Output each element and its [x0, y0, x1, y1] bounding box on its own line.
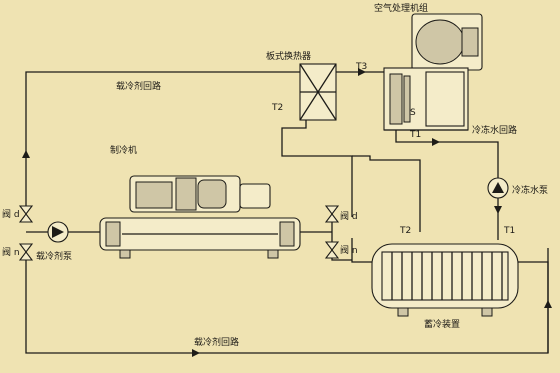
chilled-water-loop-label: 冷冻水回路	[472, 126, 518, 136]
coolant-loop-bottom-label: 载冷剂回路	[194, 338, 240, 348]
t2-bottom-label: T2	[400, 226, 412, 236]
storage-device-label: 蓄冷装置	[424, 320, 461, 330]
arrow-left-up	[22, 150, 30, 158]
plate-heat-exchanger-label: 板式换热器	[266, 52, 312, 62]
valve-d-right-label: 阀 d	[340, 212, 358, 222]
t1-bottom-label: T1	[504, 226, 516, 236]
storage-tank	[371, 243, 519, 317]
arrow-right-up	[544, 300, 552, 308]
arrow-pump-down	[494, 206, 502, 214]
arrow-top-right	[358, 68, 366, 76]
coolant-loop-pipes	[25, 71, 549, 354]
chiller-unit	[99, 175, 301, 259]
t1-top-label: T1	[410, 130, 422, 140]
valve-d-right-symbol	[324, 205, 340, 223]
s-label: S	[410, 108, 416, 118]
valve-d-left-symbol	[18, 205, 34, 223]
coolant-pump-label: 载冷剂泵	[36, 252, 73, 262]
valve-n-left-label: 阀 n	[2, 248, 20, 258]
arrow-cw-right	[432, 138, 440, 146]
chilled-water-pump-label: 冷冻水泵	[512, 186, 549, 196]
valve-d-left-label: 阀 d	[2, 210, 20, 220]
valve-n-left-symbol	[18, 243, 34, 261]
air-handling-unit	[383, 13, 483, 131]
valve-n-right-symbol	[324, 241, 340, 259]
t3-label: T3	[356, 62, 368, 72]
valve-n-right-label: 阀 n	[340, 246, 358, 256]
air-handling-unit-label: 空气处理机组	[374, 4, 429, 14]
coolant-pump-symbol	[47, 221, 69, 243]
plate-heat-exchanger	[299, 63, 337, 121]
t2-top-label: T2	[272, 103, 284, 113]
flow-arrows	[22, 68, 552, 357]
chilled-water-pump-symbol	[487, 177, 509, 199]
coolant-loop-top-label: 载冷剂回路	[116, 82, 162, 92]
chiller-label: 制冷机	[110, 146, 138, 156]
arrow-bottom-right	[192, 349, 200, 357]
